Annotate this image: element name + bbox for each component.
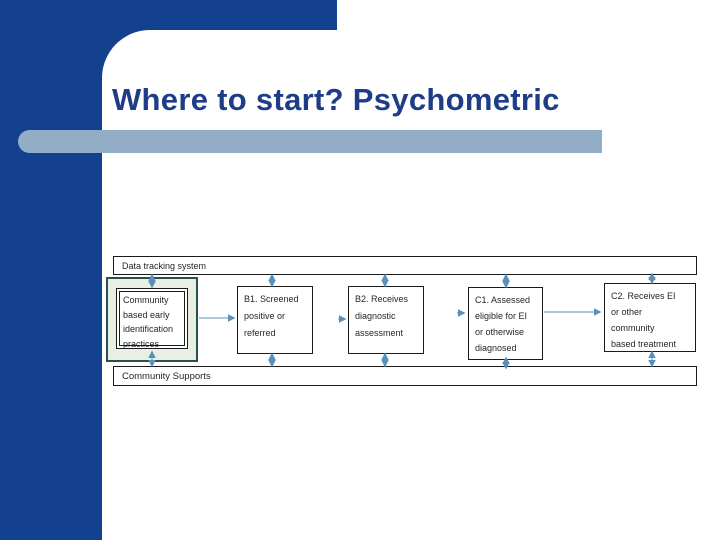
community-identification-box: Community based early identification pra… [116, 288, 188, 349]
data-tracking-system-bar: Data tracking system [113, 256, 697, 275]
frame-left-column [0, 0, 102, 540]
box-c2-treatment: C2. Receives EI or other community based… [604, 283, 696, 352]
box-b1-label: B1. Screened positive or referred [244, 294, 299, 338]
box-c2-label: C2. Receives EI or other community based… [611, 291, 677, 349]
community-supports-bar: Community Supports [113, 366, 697, 386]
community-identification-label: Community based early identification pra… [123, 295, 174, 349]
highlight-box-community-identification: Community based early identification pra… [106, 277, 198, 362]
box-c1-assessed: C1. Assessed eligible for EI or otherwis… [468, 287, 543, 360]
box-c1-label: C1. Assessed eligible for EI or otherwis… [475, 295, 531, 353]
data-tracking-system-label: Data tracking system [122, 260, 207, 271]
box-b2-diagnostic: B2. Receives diagnostic assessment [348, 286, 424, 354]
title-accent-bar [18, 130, 602, 153]
box-b1-screened: B1. Screened positive or referred [237, 286, 313, 354]
slide-title: Where to start? Psychometric [112, 82, 560, 117]
community-supports-label: Community Supports [122, 370, 211, 382]
frame-top-band [0, 0, 337, 30]
box-b2-label: B2. Receives diagnostic assessment [355, 294, 409, 338]
